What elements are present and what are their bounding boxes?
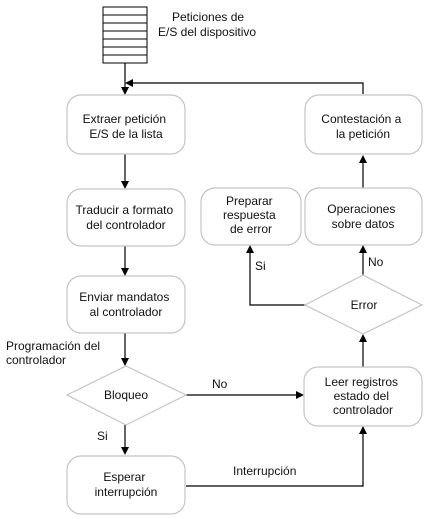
- node-block-label: Bloqueo: [104, 388, 148, 402]
- node-answer-label: Contestación a la petición: [321, 112, 404, 141]
- edge-label-programming: Programación del controlador: [6, 339, 103, 367]
- node-prepare: Preparar respuesta de error: [200, 187, 302, 246]
- node-ops-label: Operaciones sobre datos: [327, 202, 398, 231]
- node-wait: Esperar interrupción: [66, 455, 186, 515]
- edge-label-error-no: No: [368, 255, 384, 269]
- edge-label-interrupt: Interrupción: [233, 464, 296, 478]
- edge-label-block-no: No: [212, 377, 228, 391]
- node-ops: Operaciones sobre datos: [304, 187, 423, 246]
- node-read: Leer registros estado del controlador: [303, 366, 423, 427]
- node-block: Bloqueo: [65, 365, 188, 426]
- node-read-label: Leer registros estado del controlador: [325, 375, 402, 417]
- node-translate-label: Traducir a formato del controlador: [76, 203, 177, 232]
- node-send: Enviar mandatos al controlador: [66, 275, 186, 334]
- node-answer: Contestación a la petición: [304, 94, 423, 155]
- node-send-label: Enviar mandatos al controlador: [79, 290, 172, 319]
- node-extract: Extraer petición E/S de la lista: [66, 94, 186, 155]
- queue-label: Peticiones de E/S del dispositivo: [158, 10, 256, 39]
- connectors: [121, 63, 367, 487]
- node-translate: Traducir a formato del controlador: [66, 188, 186, 247]
- node-error: Error: [303, 274, 424, 335]
- node-extract-label: Extraer petición E/S de la lista: [83, 112, 170, 141]
- node-prepare-label: Preparar respuesta de error: [223, 194, 279, 236]
- node-wait-label: Esperar interrupción: [95, 470, 158, 499]
- edge-label-error-yes: Si: [255, 259, 266, 273]
- request-queue-icon: [102, 6, 148, 64]
- edge-label-block-yes: Si: [97, 429, 108, 443]
- node-error-label: Error: [351, 298, 378, 312]
